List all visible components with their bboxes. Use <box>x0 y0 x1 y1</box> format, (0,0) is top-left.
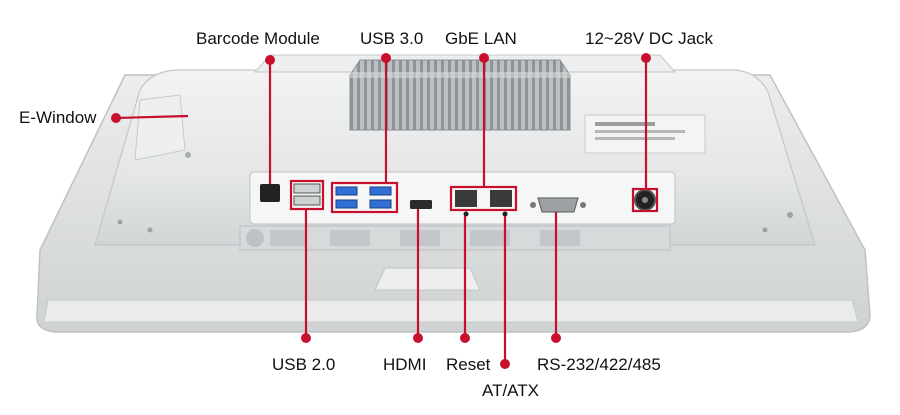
label-usb20: USB 2.0 <box>272 355 336 374</box>
label-usb30: USB 3.0 <box>360 29 424 48</box>
dot-gbe <box>479 53 489 63</box>
usb30-port-3 <box>369 186 392 196</box>
usb30-port-2 <box>335 199 358 209</box>
callout-dots <box>111 53 651 369</box>
barcode-port <box>260 184 280 202</box>
heatsink <box>349 59 571 131</box>
lan-port-1 <box>455 190 477 207</box>
dot-barcode <box>265 55 275 65</box>
label-at-atx: AT/ATX <box>482 381 539 400</box>
label-hdmi: HDMI <box>383 355 427 374</box>
dot-ewindow <box>111 113 121 123</box>
label-rs232: RS-232/422/485 <box>537 355 661 374</box>
label-e-window: E-Window <box>19 108 97 127</box>
usb20-port-top <box>293 183 321 194</box>
hdmi-port <box>410 200 432 209</box>
dot-atatx <box>500 359 510 369</box>
reset-button <box>463 211 469 217</box>
leader-ewindow <box>115 114 189 120</box>
usb30-highlight-box <box>330 181 399 214</box>
lan-port-2 <box>490 190 512 207</box>
usb30-port-4 <box>369 199 392 209</box>
label-dc-jack: 12~28V DC Jack <box>585 29 714 48</box>
rs232-port <box>537 197 579 213</box>
at-atx-switch <box>502 211 508 217</box>
usb30-port-1 <box>335 186 358 196</box>
label-reset: Reset <box>446 355 491 374</box>
dot-usb30 <box>381 53 391 63</box>
label-gbe-lan: GbE LAN <box>445 29 517 48</box>
dot-hdmi <box>413 333 423 343</box>
dot-rs232 <box>551 333 561 343</box>
label-barcode-module: Barcode Module <box>196 29 320 48</box>
usb20-port-bottom <box>293 195 321 206</box>
dot-dc <box>641 53 651 63</box>
dot-reset <box>460 333 470 343</box>
dot-usb20 <box>301 333 311 343</box>
callouts <box>115 58 659 364</box>
